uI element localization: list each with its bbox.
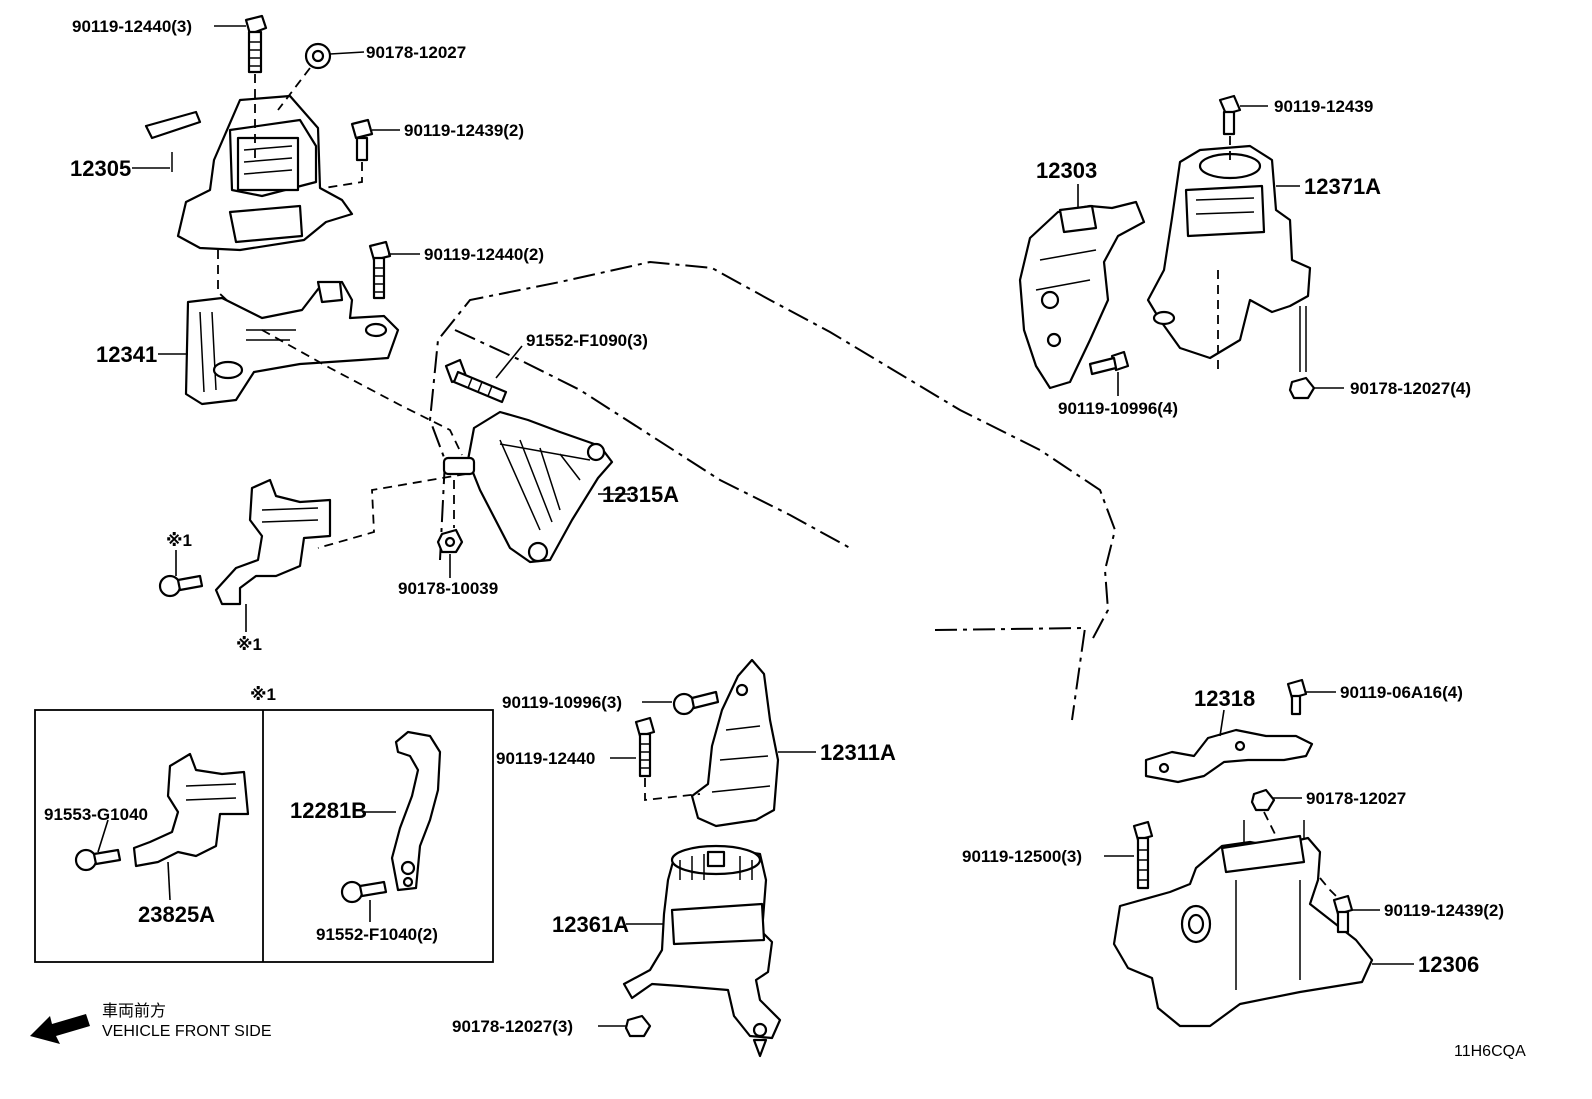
dash-12371A <box>1217 136 1231 370</box>
label-90178-10039: 90178-10039 <box>398 579 498 598</box>
part-12341-bracket <box>184 280 400 406</box>
vehicle-front-label-en: VEHICLE FRONT SIDE <box>102 1023 272 1040</box>
label-90178-12027-mid: 90178-12027 <box>1306 789 1406 808</box>
part-12371A-mount <box>1146 144 1312 372</box>
bolt-90119-10996-4 <box>1088 350 1130 376</box>
engine-outline-inner <box>454 329 851 549</box>
bolt-91553-G1040 <box>74 848 122 872</box>
part-12361A-mount <box>622 844 782 1058</box>
label-12306: 12306 <box>1418 952 1479 977</box>
dash-12311A <box>644 778 701 802</box>
note1-box <box>34 709 494 963</box>
label-90119-12440-2: 90119-12440(2) <box>424 245 544 264</box>
bolt-90119-06A16-4 <box>1286 678 1308 716</box>
label-90119-10996-4: 90119-10996(4) <box>1058 399 1178 418</box>
label-90119-06A16-4: 90119-06A16(4) <box>1340 683 1463 702</box>
part-cover-upper <box>214 478 332 606</box>
part-12315A-bracket <box>442 410 614 564</box>
nut-90178-10039 <box>436 528 464 554</box>
part-12306-mount <box>1112 820 1374 1028</box>
front-arrow-icon <box>30 1014 90 1044</box>
bolt-90119-12439-right <box>1218 94 1242 136</box>
label-90178-12027-3: 90178-12027(3) <box>452 1017 573 1036</box>
bolt-90119-12440 <box>634 716 656 778</box>
vehicle-front-indicator: 車両前方 VEHICLE FRONT SIDE <box>30 1002 272 1044</box>
label-12315A: 12315A <box>602 482 679 507</box>
nut-90178-12027-3 <box>624 1014 652 1038</box>
label-90178-12027-4: 90178-12027(4) <box>1350 379 1471 398</box>
label-12311A: 12311A <box>820 740 896 765</box>
label-12305: 12305 <box>70 156 131 181</box>
nut-90178-12027-top <box>304 42 332 70</box>
engine-outline <box>428 260 1117 641</box>
dash-12306 <box>1263 811 1341 901</box>
label-note1-box-title: ※1 <box>250 685 276 704</box>
label-90119-12439-2-top: 90119-12439(2) <box>404 121 524 140</box>
label-91553-G1040: 91553-G1040 <box>44 805 148 824</box>
label-90119-12500-3: 90119-12500(3) <box>962 847 1082 866</box>
bolt-90119-12439-2-top <box>350 118 374 162</box>
dash-12315A <box>317 473 467 549</box>
label-12318: 12318 <box>1194 686 1255 711</box>
label-90178-12027-top: 90178-12027 <box>366 43 466 62</box>
label-91552-F1090-3: 91552-F1090(3) <box>526 331 648 350</box>
part-labels: 90119-12440(3) 90178-12027 90119-12439(2… <box>44 17 1504 1036</box>
label-note1-a: ※1 <box>166 531 192 550</box>
bolt-note1-left <box>158 574 204 598</box>
leader-lines <box>97 25 1414 1027</box>
nut-90178-12027-mid <box>1250 788 1276 812</box>
label-12303: 12303 <box>1036 158 1097 183</box>
label-12341: 12341 <box>96 342 157 367</box>
part-12303-bracket <box>1018 200 1146 390</box>
vehicle-front-label-jp: 車両前方 <box>102 1002 166 1020</box>
label-91552-F1040-2: 91552-F1040(2) <box>316 925 438 944</box>
label-12371A: 12371A <box>1304 174 1381 199</box>
label-90119-12440-3: 90119-12440(3) <box>72 17 192 36</box>
part-12318-bracket <box>1144 728 1314 784</box>
dash-12341-12315A <box>261 329 463 456</box>
bolt-90119-12440-3 <box>244 14 268 74</box>
bolt-91552-F1040-2 <box>340 880 388 904</box>
bolt-90119-12500-3 <box>1132 820 1154 890</box>
part-23825A-cover <box>132 752 250 868</box>
bolt-91552-F1090-3 <box>444 358 508 404</box>
nut-90178-12027-4 <box>1288 376 1316 400</box>
label-90119-12439-right: 90119-12439 <box>1274 97 1373 116</box>
engine-outline-bottom <box>934 626 1087 721</box>
label-90119-10996-3: 90119-10996(3) <box>502 693 622 712</box>
label-12361A: 12361A <box>552 912 629 937</box>
bolt-90119-12439-2-bot <box>1332 894 1354 934</box>
label-12281B: 12281B <box>290 798 367 823</box>
bolt-90119-12440-2 <box>368 240 392 300</box>
part-12311A-bracket <box>690 658 780 828</box>
label-90119-12439-2-bot: 90119-12439(2) <box>1384 901 1504 920</box>
label-23825A: 23825A <box>138 902 215 927</box>
label-90119-12440: 90119-12440 <box>496 749 595 768</box>
diagram-code: 11H6CQA <box>1454 1043 1526 1060</box>
label-note1-b: ※1 <box>236 635 262 654</box>
part-12305-mount <box>144 94 354 252</box>
bolt-90119-10996-3 <box>672 690 720 716</box>
part-12281B-bracket <box>390 730 442 892</box>
